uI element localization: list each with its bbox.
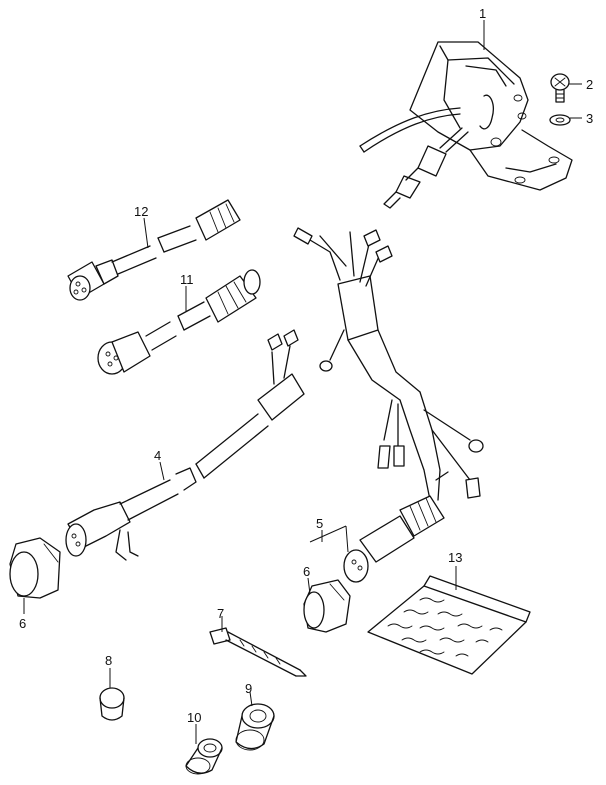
leader-5: 5 bbox=[309, 516, 349, 553]
part-7-cable-tie bbox=[209, 627, 307, 677]
part-11-extension-cable bbox=[97, 269, 261, 375]
leader-8: 8 bbox=[105, 653, 112, 688]
part-1-bracket-assembly bbox=[359, 41, 573, 209]
leader-11: 11 bbox=[180, 272, 194, 312]
callout-9: 9 bbox=[245, 681, 252, 696]
leader-3: 3 bbox=[570, 111, 593, 126]
callout-1: 1 bbox=[479, 6, 486, 21]
callout-3: 3 bbox=[586, 111, 593, 126]
callout-6-center: 6 bbox=[303, 564, 310, 579]
callout-12: 12 bbox=[134, 204, 148, 219]
part-10-grommet bbox=[185, 738, 223, 775]
callout-11: 11 bbox=[180, 272, 194, 287]
callout-6-left: 6 bbox=[19, 616, 26, 631]
leader-6a: 6 bbox=[19, 598, 26, 631]
part-6-cap-center bbox=[303, 579, 351, 633]
callout-4: 4 bbox=[154, 448, 161, 463]
part-5-connector bbox=[343, 495, 445, 583]
callout-5: 5 bbox=[316, 516, 323, 531]
part-8-plug bbox=[99, 687, 125, 721]
part-13-bag bbox=[367, 575, 531, 675]
leader-9: 9 bbox=[245, 681, 253, 707]
leader-7: 7 bbox=[217, 606, 224, 632]
callout-13: 13 bbox=[448, 550, 462, 565]
leader-6b: 6 bbox=[303, 564, 311, 595]
callout-8: 8 bbox=[105, 653, 112, 668]
callout-2: 2 bbox=[586, 77, 593, 92]
part-4-main-harness bbox=[65, 329, 305, 561]
part-2-screw bbox=[550, 73, 570, 103]
leader-4: 4 bbox=[154, 448, 165, 481]
leader-12: 12 bbox=[134, 204, 149, 249]
part-12-extension-cable bbox=[67, 199, 241, 301]
part-6-cap-left bbox=[9, 537, 61, 599]
callout-10: 10 bbox=[187, 710, 201, 725]
leader-2: 2 bbox=[569, 77, 593, 92]
part-9-grommet bbox=[235, 703, 275, 751]
leader-13: 13 bbox=[448, 550, 462, 590]
callout-7: 7 bbox=[217, 606, 224, 621]
wire-harness-assembly bbox=[293, 227, 484, 501]
leader-1: 1 bbox=[479, 6, 486, 50]
part-3-washer bbox=[549, 114, 571, 126]
leader-10: 10 bbox=[187, 710, 201, 744]
